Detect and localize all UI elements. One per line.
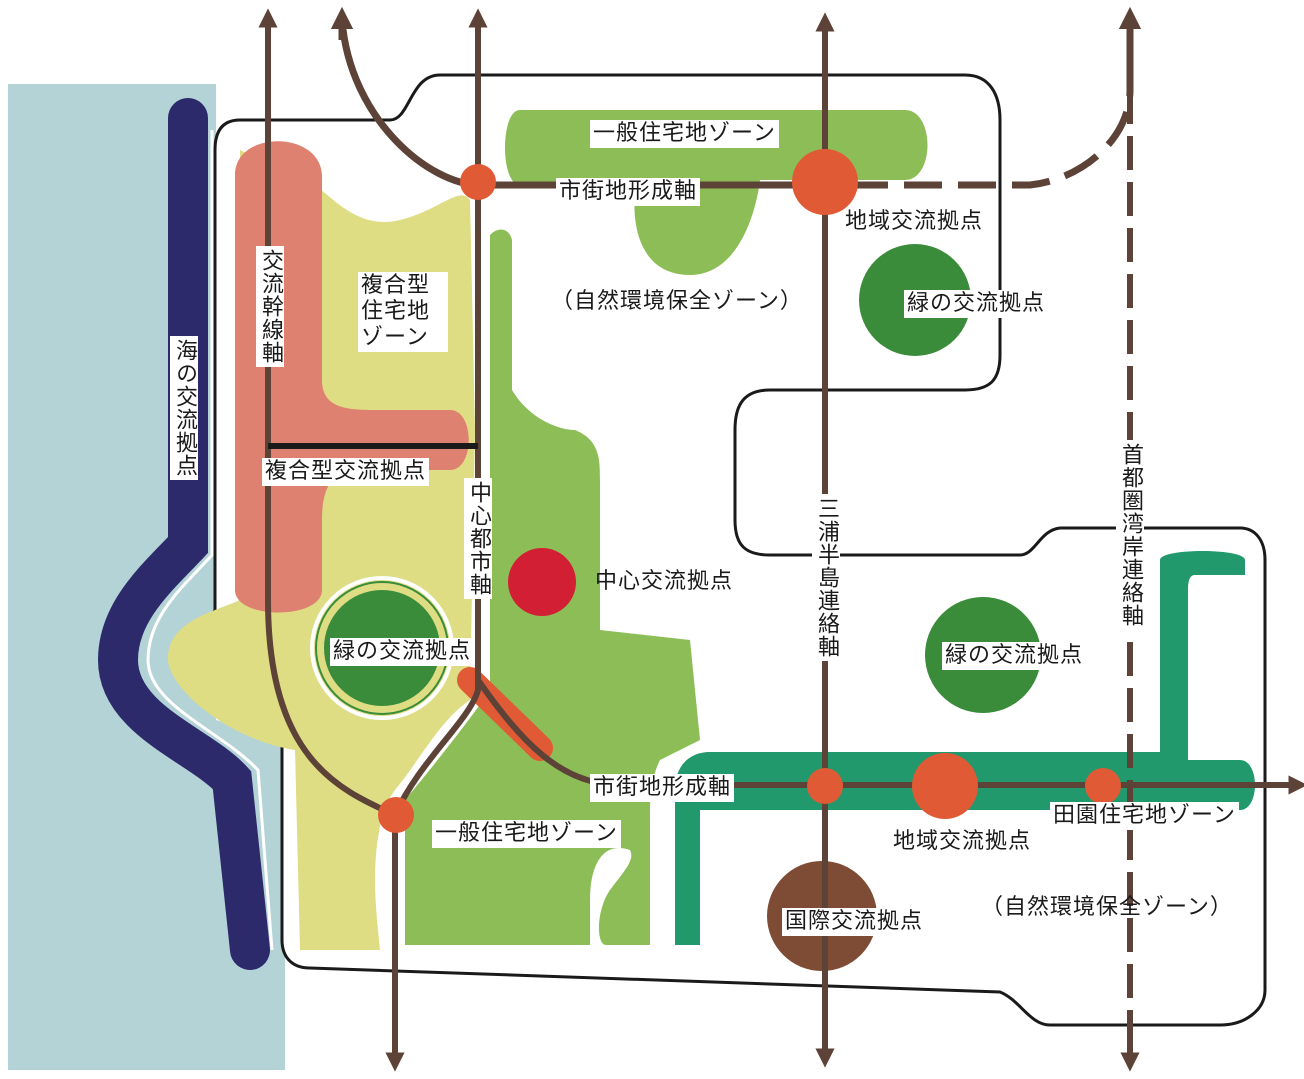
- regional-node-north: [792, 149, 858, 215]
- urban-axis-south-label: 市街地形成軸: [590, 774, 735, 802]
- green-node-west-label: 緑の交流拠点: [330, 638, 475, 666]
- node-bay-south: [1085, 768, 1121, 804]
- node-trunk-south: [378, 797, 414, 833]
- mixed-node-label: 複合型交流拠点: [262, 458, 430, 486]
- central-axis-label: 中心都市軸: [464, 478, 492, 599]
- bay-axis-label: 首都圏湾岸連絡軸: [1116, 440, 1144, 630]
- mixed-zone-label: 複合型住宅地ゾーン: [358, 272, 448, 352]
- trunk-axis-zone: [235, 141, 469, 613]
- regional-node-south: [912, 753, 978, 819]
- node-miura-south: [807, 768, 843, 804]
- general-zone-south-label: 一般住宅地ゾーン: [432, 820, 621, 848]
- trunk-axis-label: 交流幹線軸: [256, 246, 284, 367]
- regional-node-north-label: 地域交流拠点: [845, 209, 984, 234]
- international-node-label: 国際交流拠点: [782, 908, 927, 936]
- nature-zone-south-label: （自然環境保全ゾーン）: [981, 895, 1233, 920]
- urban-axis-north-label: 市街地形成軸: [556, 178, 701, 206]
- urban-axis-north-dashed: [850, 89, 1134, 189]
- miura-axis-label: 三浦半島連絡軸: [812, 494, 840, 661]
- node-central-axis-north: [460, 164, 496, 200]
- trunk-axis: [265, 30, 397, 818]
- regional-node-south-label: 地域交流拠点: [893, 829, 1032, 854]
- central-node-label: 中心交流拠点: [595, 569, 734, 594]
- green-node-east-label: 緑の交流拠点: [942, 642, 1087, 670]
- coastal-band: [97, 98, 270, 970]
- central-node: [508, 548, 576, 616]
- general-zone-north-label: 一般住宅地ゾーン: [590, 120, 779, 148]
- nature-zone-north-label: （自然環境保全ゾーン）: [551, 289, 803, 314]
- sea-node-label: 海の交流拠点: [170, 336, 198, 480]
- green-node-north-label: 緑の交流拠点: [904, 290, 1049, 318]
- rural-zone-label: 田園住宅地ゾーン: [1050, 802, 1239, 830]
- coastal-band-edge: [146, 130, 274, 951]
